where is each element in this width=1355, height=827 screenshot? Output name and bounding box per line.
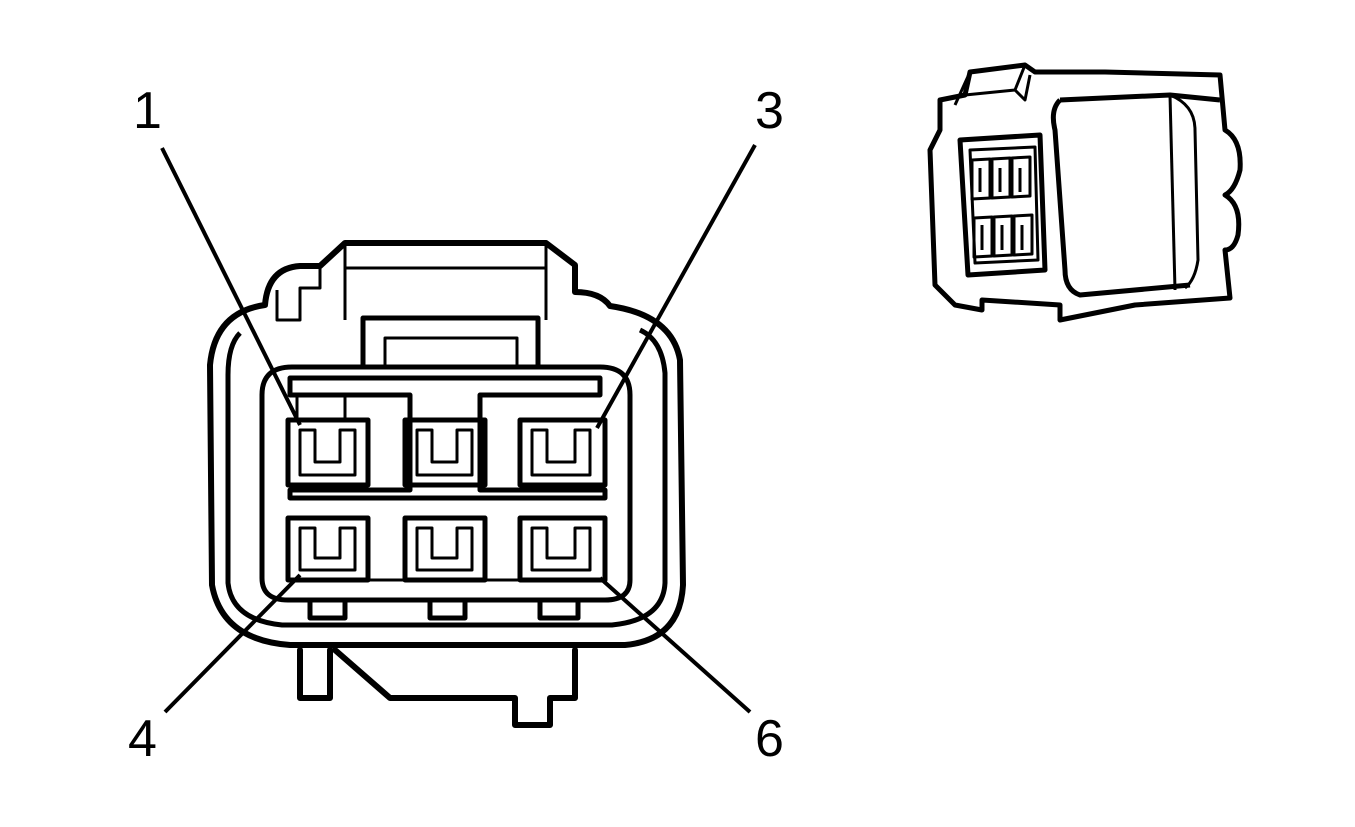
terminal-2	[402, 417, 488, 488]
terminal-6	[517, 515, 608, 583]
bottom-latch	[297, 600, 581, 728]
terminal-1	[285, 395, 371, 488]
connector-perspective-view	[927, 62, 1243, 323]
terminal-5	[402, 515, 488, 583]
connector-housing	[207, 240, 686, 648]
pin-label-4: 4	[128, 710, 157, 768]
terminal-3	[517, 417, 608, 488]
pin-label-3: 3	[755, 82, 784, 140]
terminal-4	[285, 515, 371, 583]
pin-label-1: 1	[133, 82, 162, 140]
leader-lines	[160, 144, 757, 714]
pin-label-6: 6	[755, 710, 784, 768]
